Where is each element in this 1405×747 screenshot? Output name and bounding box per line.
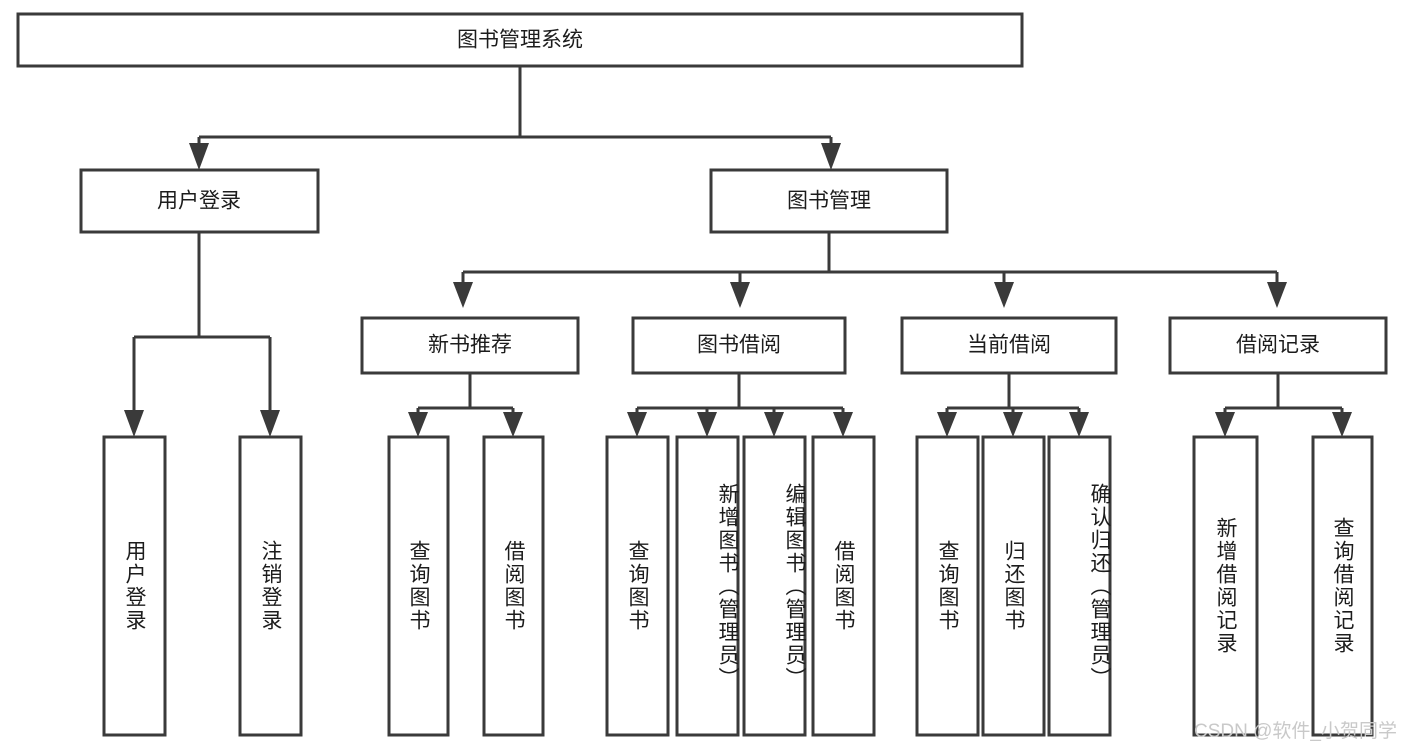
node-new-book-recommend-label: 新书推荐 — [428, 334, 512, 357]
leaf-box-new-book-1[interactable] — [482, 435, 545, 737]
connector-book-borrow-to-leaves — [627, 373, 853, 437]
node-book-management-label: 图书管理 — [787, 190, 871, 213]
watermark-text: CSDN @软件_小贺同学 — [1194, 721, 1397, 742]
node-root-system[interactable]: 图书管理系统 — [16, 12, 1024, 68]
leaf-box-new-book-0[interactable] — [387, 435, 450, 737]
leaf-box-user-login-1[interactable] — [238, 435, 303, 737]
leaf-box-current-borrow-1[interactable] — [981, 435, 1046, 737]
connector-user-login-to-leaves — [124, 232, 280, 437]
connector-root-to-level2 — [189, 66, 841, 170]
leaf-box-book-borrow-0[interactable] — [605, 435, 670, 737]
leaf-box-user-login-0[interactable] — [102, 435, 167, 737]
node-borrow-record-label: 借阅记录 — [1236, 334, 1320, 357]
node-user-login[interactable]: 用户登录 — [79, 168, 320, 234]
connector-current-borrow-to-leaves — [937, 373, 1089, 437]
node-new-book-recommend[interactable]: 新书推荐 — [360, 316, 580, 375]
node-user-login-label: 用户登录 — [157, 190, 241, 213]
leaf-box-borrow-record-1[interactable] — [1311, 435, 1374, 737]
node-book-borrow[interactable]: 图书借阅 — [631, 316, 847, 375]
node-root-system-label: 图书管理系统 — [457, 29, 583, 52]
leaf-box-book-borrow-3[interactable] — [811, 435, 876, 737]
connector-borrow-record-to-leaves — [1215, 373, 1352, 437]
node-current-borrow-label: 当前借阅 — [967, 334, 1051, 357]
leaf-box-borrow-record-0[interactable] — [1192, 435, 1259, 737]
connector-book-management-to-level3 — [453, 232, 1287, 308]
leaf-box-book-borrow-2[interactable] — [742, 435, 807, 737]
node-book-management[interactable]: 图书管理 — [709, 168, 949, 234]
node-borrow-record[interactable]: 借阅记录 — [1168, 316, 1388, 375]
leaf-box-current-borrow-0[interactable] — [915, 435, 980, 737]
leaf-box-current-borrow-2[interactable] — [1047, 435, 1112, 737]
node-current-borrow[interactable]: 当前借阅 — [900, 316, 1118, 375]
connector-new-book-recommend-to-leaves — [408, 373, 523, 437]
node-book-borrow-label: 图书借阅 — [697, 334, 781, 357]
leaf-box-book-borrow-1[interactable] — [675, 435, 740, 737]
